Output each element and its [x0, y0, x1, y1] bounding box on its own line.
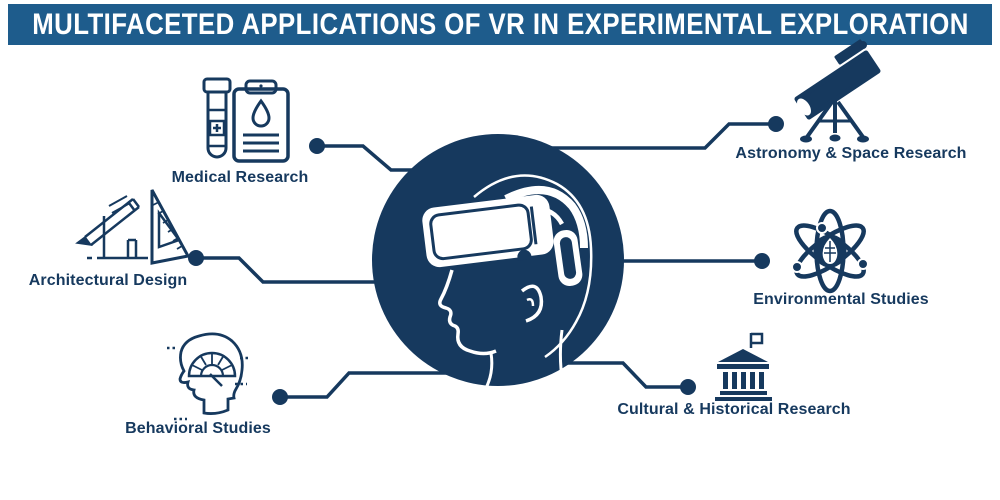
vr-headset-person-icon [372, 134, 624, 389]
label-medical-research: Medical Research [171, 169, 309, 186]
dot-medical-research [309, 138, 325, 154]
dot-environmental-studies [754, 253, 770, 269]
connector-lines [196, 122, 776, 399]
pencil-set-square-house-icon [75, 189, 191, 265]
connector-dots [188, 116, 784, 405]
connector-astronomy-space [545, 122, 776, 150]
head-gauge-icon [167, 332, 249, 421]
label-architectural-design: Architectural Design [28, 272, 188, 289]
connector-behavioral-studies [280, 371, 465, 399]
page-title: MULTIFACETED APPLICATIONS OF VR IN EXPER… [31, 7, 969, 41]
test-tube-clipboard-icon [202, 77, 290, 163]
atom-leaf-icon [791, 208, 869, 294]
label-astronomy-space-research: Astronomy & Space Research [735, 145, 967, 162]
label-behavioral-studies: Behavioral Studies [125, 420, 271, 437]
label-cultural-historical-research: Cultural & Historical Research [617, 401, 851, 418]
museum-building-icon [715, 332, 772, 401]
title-banner: MULTIFACETED APPLICATIONS OF VR IN EXPER… [8, 4, 992, 45]
dot-cultural-historical [680, 379, 696, 395]
dot-architectural-design [188, 250, 204, 266]
center-circle [372, 134, 624, 386]
dot-behavioral-studies [272, 389, 288, 405]
telescope-icon [794, 39, 881, 143]
dot-astronomy-space [768, 116, 784, 132]
connector-cultural-historical [555, 361, 688, 389]
connector-architectural-design [196, 256, 400, 284]
label-environmental-studies: Environmental Studies [753, 291, 929, 308]
